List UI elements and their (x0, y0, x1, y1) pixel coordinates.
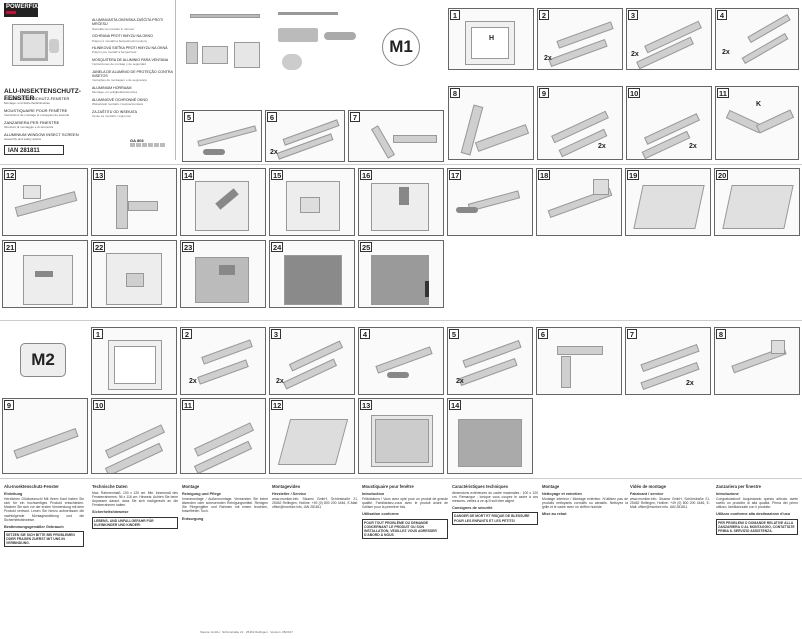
step-1: 1 H (448, 8, 534, 70)
step-10: 10 2x (626, 86, 712, 160)
product-image (12, 24, 64, 66)
text-column-fr-2: Caractéristiques techniques dimensions e… (452, 483, 538, 628)
m2-step-12: 12 (269, 398, 355, 474)
m2-step-3: 3 2x (269, 327, 355, 395)
step-8: 8 (448, 86, 534, 160)
footer: Sisamo GmbH · Schönstraße 21 · 25462 Rel… (200, 630, 293, 634)
m2-step-1: 1 (91, 327, 177, 395)
parts-overview (180, 2, 270, 82)
text-column-it-1: Zanzariera per finestre Introduzione Con… (716, 483, 798, 628)
m2-step-14: 14 (447, 398, 533, 474)
m2-step-4: 4 (358, 327, 444, 395)
step-7: 7 (348, 110, 444, 162)
step-23: 23 (180, 240, 266, 308)
text-column-fr-1: Moustiquaire pour fenêtre Introduction F… (362, 483, 448, 628)
step-9: 9 2x (537, 86, 623, 160)
step-3: 3 2x (626, 8, 712, 70)
text-column-de-1: Alu-Insektenschutz-Fenster Einleitung He… (4, 483, 84, 628)
step-22: 22 (91, 240, 177, 308)
ian-code: IAN 281811 (4, 145, 64, 155)
step-12: 12 (2, 168, 88, 236)
m2-step-9: 9 (2, 398, 88, 474)
text-column-fr-3: Montage Nettoyage et entretien Montage i… (542, 484, 628, 517)
step-5: 5 (182, 110, 262, 162)
m2-step-10: 10 (91, 398, 177, 474)
text-column-de-3: Montage Reinigung und Pflege Innenmontag… (182, 484, 268, 521)
m2-step-2: 2 2x (180, 327, 266, 395)
text-column-de-2: Technische Daten Max. Rahmenmaß: 100 x 1… (92, 483, 178, 628)
step-20: 20 (714, 168, 800, 236)
step-15: 15 (269, 168, 355, 236)
m2-step-6: 6 (536, 327, 622, 395)
step-4: 4 2x (715, 8, 799, 70)
step-2: 2 2x (537, 8, 623, 70)
text-column-fr-4: Vidéo de montage Fabricant / service www… (630, 484, 710, 510)
cover-panel: POWERFIX ALU-INSEKTENSCHUTZ-FENSTER ALU-… (0, 0, 176, 160)
step-16: 16 (358, 168, 444, 236)
step-21: 21 (2, 240, 88, 308)
language-list: ALUMINIJASTA OKENSKA ZAŠČITA PROTI MRČES… (92, 18, 173, 118)
m2-step-11: 11 (180, 398, 266, 474)
step-6: 6 2x (265, 110, 345, 162)
step-19: 19 (625, 168, 711, 236)
tools-overview (272, 2, 364, 82)
m2-step-8: 8 (714, 327, 800, 395)
brand-logo: POWERFIX (4, 3, 38, 17)
text-column-de-4: Montagevideo Hersteller / Service www.mo… (272, 484, 358, 510)
section-marker-m2: M2 (20, 343, 66, 377)
ga-code: GA 803 (130, 138, 166, 148)
step-13: 13 (91, 168, 177, 236)
step-24: 24 (269, 240, 355, 308)
m2-step-5: 5 2x (447, 327, 533, 395)
m2-step-13: 13 (358, 398, 444, 474)
step-11: 11 K (715, 86, 799, 160)
step-17: 17 (447, 168, 533, 236)
step-14: 14 (180, 168, 266, 236)
step-18: 18 (536, 168, 622, 236)
m2-step-7: 7 2x (625, 327, 711, 395)
product-title: ALU-INSEKTENSCHUTZ-FENSTER (4, 88, 81, 102)
section-marker-m1: M1 (382, 28, 420, 66)
step-25: 25 (358, 240, 444, 308)
